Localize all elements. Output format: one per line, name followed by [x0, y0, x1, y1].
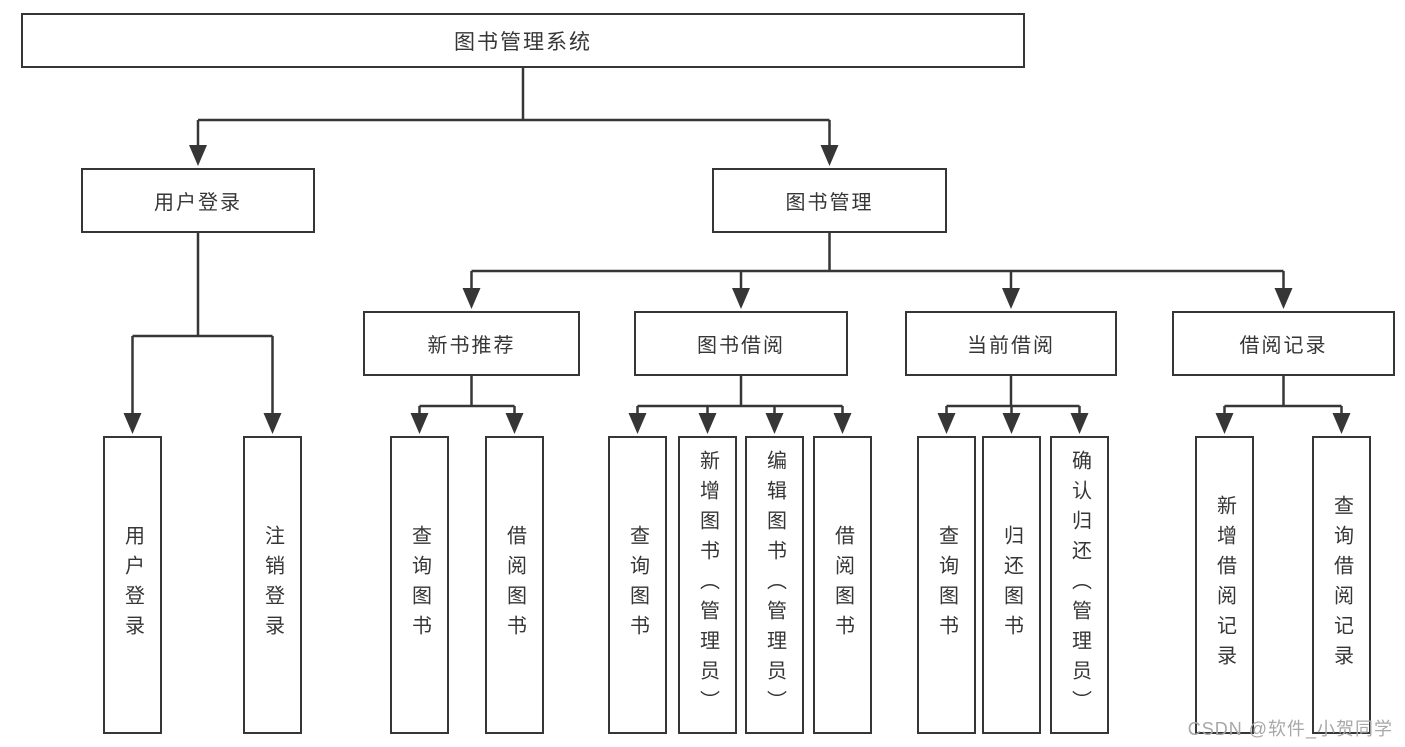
leaf-logout: 注销登录 — [243, 436, 302, 734]
node-new-book-recommend: 新书推荐 — [363, 311, 580, 376]
node-book-management: 图书管理 — [712, 168, 947, 233]
csdn-watermark: CSDN @软件_小贺同学 — [1187, 719, 1393, 739]
leaf-borrow-books: 借阅图书 — [813, 436, 872, 734]
node-label: 图书借阅 — [697, 335, 785, 357]
leaf-label: 借阅图书 — [831, 525, 854, 645]
leaf-add-book-admin: 新增图书（管理员） — [678, 436, 737, 734]
leaf-label: 新增图书（管理员） — [696, 450, 719, 720]
leaf-label: 查询图书 — [935, 525, 958, 645]
node-label: 用户登录 — [154, 192, 242, 214]
node-label: 图书管理系统 — [454, 30, 592, 54]
leaf-query-books-borrow: 查询图书 — [608, 436, 667, 734]
leaf-label: 注销登录 — [261, 525, 284, 645]
leaf-label: 查询图书 — [626, 525, 649, 645]
node-book-borrow: 图书借阅 — [634, 311, 848, 376]
leaf-query-books-current: 查询图书 — [917, 436, 976, 734]
node-label: 新书推荐 — [427, 335, 516, 357]
leaf-user-login: 用户登录 — [103, 436, 162, 734]
leaf-label: 编辑图书（管理员） — [763, 450, 786, 720]
arrowhead-icons — [123, 145, 1351, 434]
leaf-add-borrow-record: 新增借阅记录 — [1195, 436, 1254, 734]
leaf-query-borrow-record: 查询借阅记录 — [1312, 436, 1371, 734]
node-borrow-records: 借阅记录 — [1172, 311, 1395, 376]
leaf-edit-book-admin: 编辑图书（管理员） — [745, 436, 804, 734]
leaf-label: 用户登录 — [121, 525, 144, 645]
node-label: 图书管理 — [785, 192, 874, 214]
leaf-return-book: 归还图书 — [982, 436, 1041, 734]
leaf-label: 查询图书 — [408, 525, 431, 645]
leaf-borrow-books-recommend: 借阅图书 — [485, 436, 544, 734]
node-label: 当前借阅 — [967, 335, 1055, 357]
leaf-label: 确认归还（管理员） — [1068, 450, 1091, 720]
node-library-management-system: 图书管理系统 — [21, 13, 1025, 68]
leaf-query-books-recommend: 查询图书 — [390, 436, 449, 734]
leaf-label: 新增借阅记录 — [1213, 495, 1236, 675]
leaf-label: 借阅图书 — [503, 525, 526, 645]
leaf-confirm-return-admin: 确认归还（管理员） — [1050, 436, 1109, 734]
node-label: 借阅记录 — [1239, 335, 1328, 357]
leaf-label: 归还图书 — [1000, 525, 1023, 645]
leaf-label: 查询借阅记录 — [1330, 495, 1353, 675]
node-user-login: 用户登录 — [81, 168, 315, 233]
node-current-borrow: 当前借阅 — [905, 311, 1117, 376]
